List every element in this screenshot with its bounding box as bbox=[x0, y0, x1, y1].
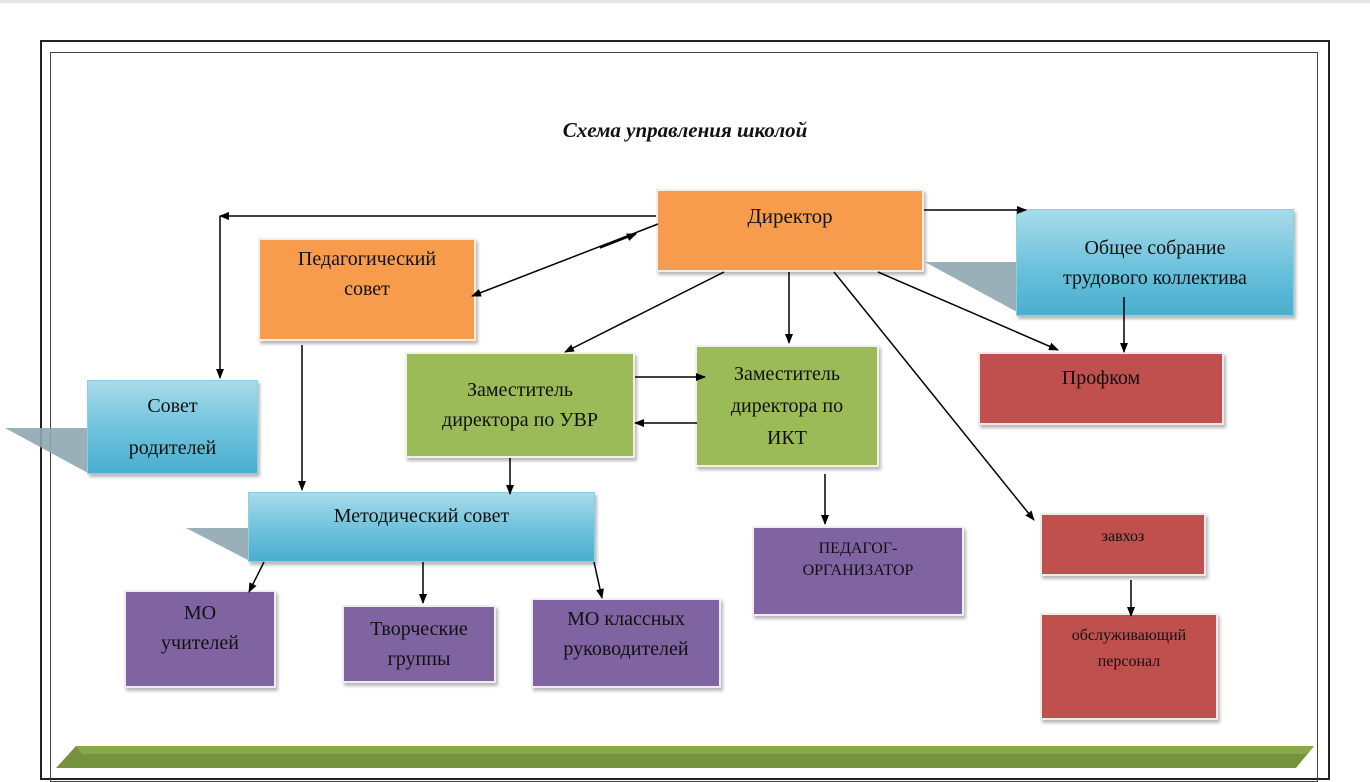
zavhoz-box: завхоз bbox=[1040, 513, 1206, 576]
general-meeting-label: Общее собрание трудового коллектива bbox=[1063, 236, 1247, 289]
director-label: Директор bbox=[747, 204, 833, 228]
mo-class-leaders-label: МО классных руководителей bbox=[563, 608, 689, 660]
deputy-uvr-box: Заместитель директора по УВР bbox=[405, 352, 635, 458]
creative-groups-label: Творческие группы bbox=[370, 618, 468, 670]
ped-organizer-box: ПЕДАГОГ- ОРГАНИЗАТОР bbox=[752, 526, 964, 616]
parents-council-label: Совет родителей bbox=[128, 395, 217, 459]
ped-organizer-label: ПЕДАГОГ- ОРГАНИЗАТОР bbox=[802, 540, 914, 580]
deputy-ikt-label: Заместитель директора по ИКТ bbox=[730, 363, 844, 449]
ped-council-label: Педагогический совет bbox=[297, 248, 437, 300]
top-edge-line bbox=[0, 0, 1370, 3]
mo-teachers-label: МО учителей bbox=[161, 602, 239, 654]
mo-class-leaders-box: МО классных руководителей bbox=[531, 598, 721, 688]
method-council-label: Методический совет bbox=[333, 505, 510, 527]
deputy-ikt-box: Заместитель директора по ИКТ bbox=[695, 345, 879, 467]
parents-council-box: Совет родителей bbox=[87, 380, 258, 474]
profkom-box: Профком bbox=[978, 352, 1224, 425]
zavhoz-label: завхоз bbox=[1101, 528, 1145, 545]
service-staff-label: обслуживающий персонал bbox=[1071, 627, 1187, 670]
deputy-uvr-label: Заместитель директора по УВР bbox=[442, 379, 598, 431]
mo-teachers-box: МО учителей bbox=[124, 590, 276, 688]
profkom-label: Профком bbox=[1061, 366, 1141, 389]
creative-groups-box: Творческие группы bbox=[342, 605, 496, 683]
diagram-title: Схема управления школой bbox=[562, 118, 808, 142]
method-council-box: Методический совет bbox=[248, 492, 595, 562]
bottom-decorative-band bbox=[56, 746, 1314, 768]
ped-council-box: Педагогический совет bbox=[258, 238, 476, 341]
director-box: Директор bbox=[656, 189, 924, 272]
service-staff-box: обслуживающий персонал bbox=[1040, 613, 1218, 720]
general-meeting-box: Общее собрание трудового коллектива bbox=[1016, 209, 1294, 316]
